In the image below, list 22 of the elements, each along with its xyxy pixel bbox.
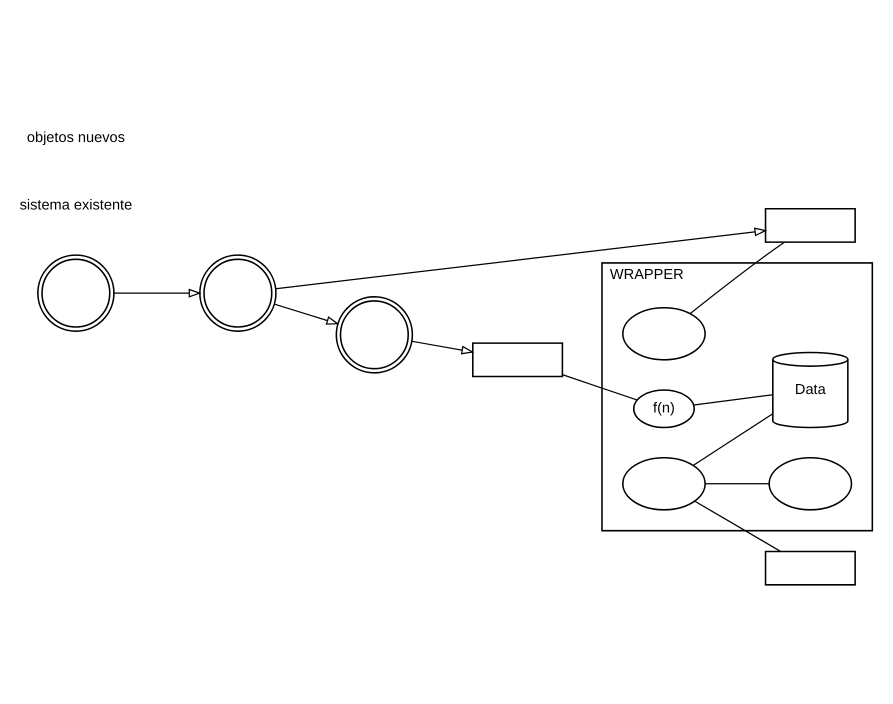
node-ellipse	[622, 456, 706, 511]
node-circle	[336, 296, 414, 374]
node-ellipse: f(n)	[632, 389, 695, 428]
node-box	[764, 208, 856, 243]
label: objetos nuevos	[26, 130, 125, 146]
label: sistema existente	[20, 197, 132, 214]
connector	[690, 242, 785, 314]
arrow	[274, 304, 340, 325]
connector	[562, 374, 638, 401]
node-box	[764, 550, 856, 586]
connector	[705, 483, 769, 484]
connector	[694, 500, 781, 552]
arrow	[114, 288, 202, 298]
node-circle	[37, 254, 115, 332]
connector	[694, 394, 773, 406]
arrow	[412, 340, 474, 355]
connector	[693, 413, 773, 466]
node-circle	[199, 254, 277, 332]
node-ellipse	[622, 306, 706, 361]
arrow	[276, 227, 768, 290]
node-ellipse	[768, 456, 852, 511]
node-box	[472, 342, 564, 378]
